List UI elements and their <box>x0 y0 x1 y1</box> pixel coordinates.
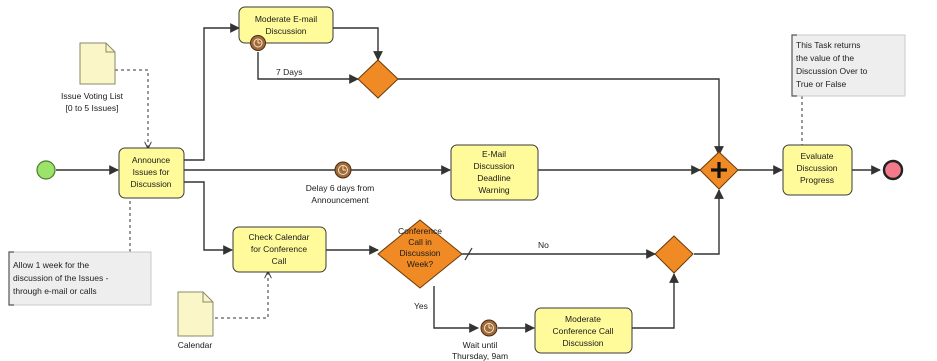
email-warning-line-2: Discussion <box>473 161 514 171</box>
issue-list-line-1: Issue Voting List <box>61 91 124 101</box>
announce-line-3: Discussion <box>130 179 171 189</box>
data-object-calendar[interactable]: Calendar <box>177 291 214 350</box>
start-event[interactable] <box>36 160 56 180</box>
decision-line-3: Discussion <box>399 248 440 258</box>
flow-moderate-email-to-gateway <box>333 27 383 61</box>
annotation-allow-week[interactable]: Allow 1 week for the discussion of the Is… <box>8 251 152 306</box>
delay-line-2: Announcement <box>311 195 369 205</box>
moderate-conference-line-3: Discussion <box>562 338 603 348</box>
sequence-flows <box>56 23 881 333</box>
wait-line-2: Thursday, 9am <box>452 351 508 361</box>
announce-line-1: Announce <box>132 155 171 165</box>
data-object-issue-list[interactable]: Issue Voting List [0 to 5 Issues] <box>61 42 124 113</box>
email-exclusive-gateway[interactable] <box>357 59 399 99</box>
task-returns-line-3: Discussion Over to <box>796 66 868 76</box>
allow-week-line-3: through e-mail or calls <box>13 286 97 296</box>
evaluate-line-1: Evaluate <box>800 151 833 161</box>
decision-line-4: Week? <box>407 259 434 269</box>
timer-delay-6days[interactable] <box>334 161 352 179</box>
end-event[interactable] <box>882 159 904 181</box>
flow-announce-to-moderate-email <box>184 23 240 161</box>
email-warning-line-4: Warning <box>478 185 510 195</box>
clock-icon <box>338 165 348 175</box>
timer-boundary-7days[interactable] <box>250 35 266 51</box>
check-calendar-line-1: Check Calendar <box>249 232 310 242</box>
task-returns-line-2: the value of the <box>796 53 854 63</box>
parallel-join-gateway[interactable] <box>699 151 739 190</box>
evaluate-line-2: Discussion <box>796 163 837 173</box>
issue-list-line-2: [0 to 5 Issues] <box>66 103 119 113</box>
allow-week-line-2: discussion of the Issues - <box>13 273 109 283</box>
associations <box>115 69 803 319</box>
task-returns-line-4: True or False <box>796 79 847 89</box>
flow-email-gateway-to-join <box>398 78 724 156</box>
flow-label-no: No <box>538 240 549 250</box>
flow-7days-timer-to-gateway <box>257 52 359 84</box>
check-calendar-line-2: for Conference <box>251 244 307 254</box>
svg-text:Issue Voting List[0 to 5 Issue: Issue Voting List [0 to 5 Issues] <box>61 91 124 113</box>
merge-exclusive-gateway[interactable] <box>654 235 694 274</box>
plus-icon <box>711 162 727 178</box>
flow-announce-to-check-calendar <box>184 181 233 255</box>
flow-decision-yes <box>433 286 479 333</box>
default-flow-slash <box>464 247 473 261</box>
flow-label-yes: Yes <box>414 301 428 311</box>
allow-week-line-1: Allow 1 week for the <box>13 260 89 270</box>
clock-icon <box>484 323 494 333</box>
assoc-issue-list-to-announce <box>115 69 148 148</box>
timer-wait-thursday[interactable] <box>480 319 498 337</box>
moderate-email-line-1: Moderate E-mail <box>255 14 317 24</box>
announce-line-2: Issues for <box>133 167 170 177</box>
evaluate-line-3: Progress <box>800 175 834 185</box>
calendar-label: Calendar <box>178 340 213 350</box>
flow-merge-to-join <box>694 189 724 255</box>
assoc-calendar-to-check-calendar <box>215 272 268 319</box>
task-returns-line-1: This Task returns <box>796 40 861 50</box>
decision-line-1: Conference <box>398 226 442 236</box>
moderate-conference-line-1: Moderate <box>565 314 601 324</box>
delay-line-1: Delay 6 days from <box>306 183 375 193</box>
moderate-conference-line-2: Conference Call <box>553 326 614 336</box>
moderate-email-line-2: Discussion <box>265 26 306 36</box>
clock-icon <box>253 38 263 48</box>
email-warning-line-3: Deadline <box>477 173 511 183</box>
email-warning-line-1: E-Mail <box>482 149 506 159</box>
decision-line-2: Call in <box>408 237 432 247</box>
wait-line-1: Wait until <box>463 340 498 350</box>
flow-moderate-conference-to-merge <box>632 273 679 329</box>
flow-label-7-days: 7 Days <box>276 67 302 77</box>
check-calendar-line-3: Call <box>272 256 287 266</box>
